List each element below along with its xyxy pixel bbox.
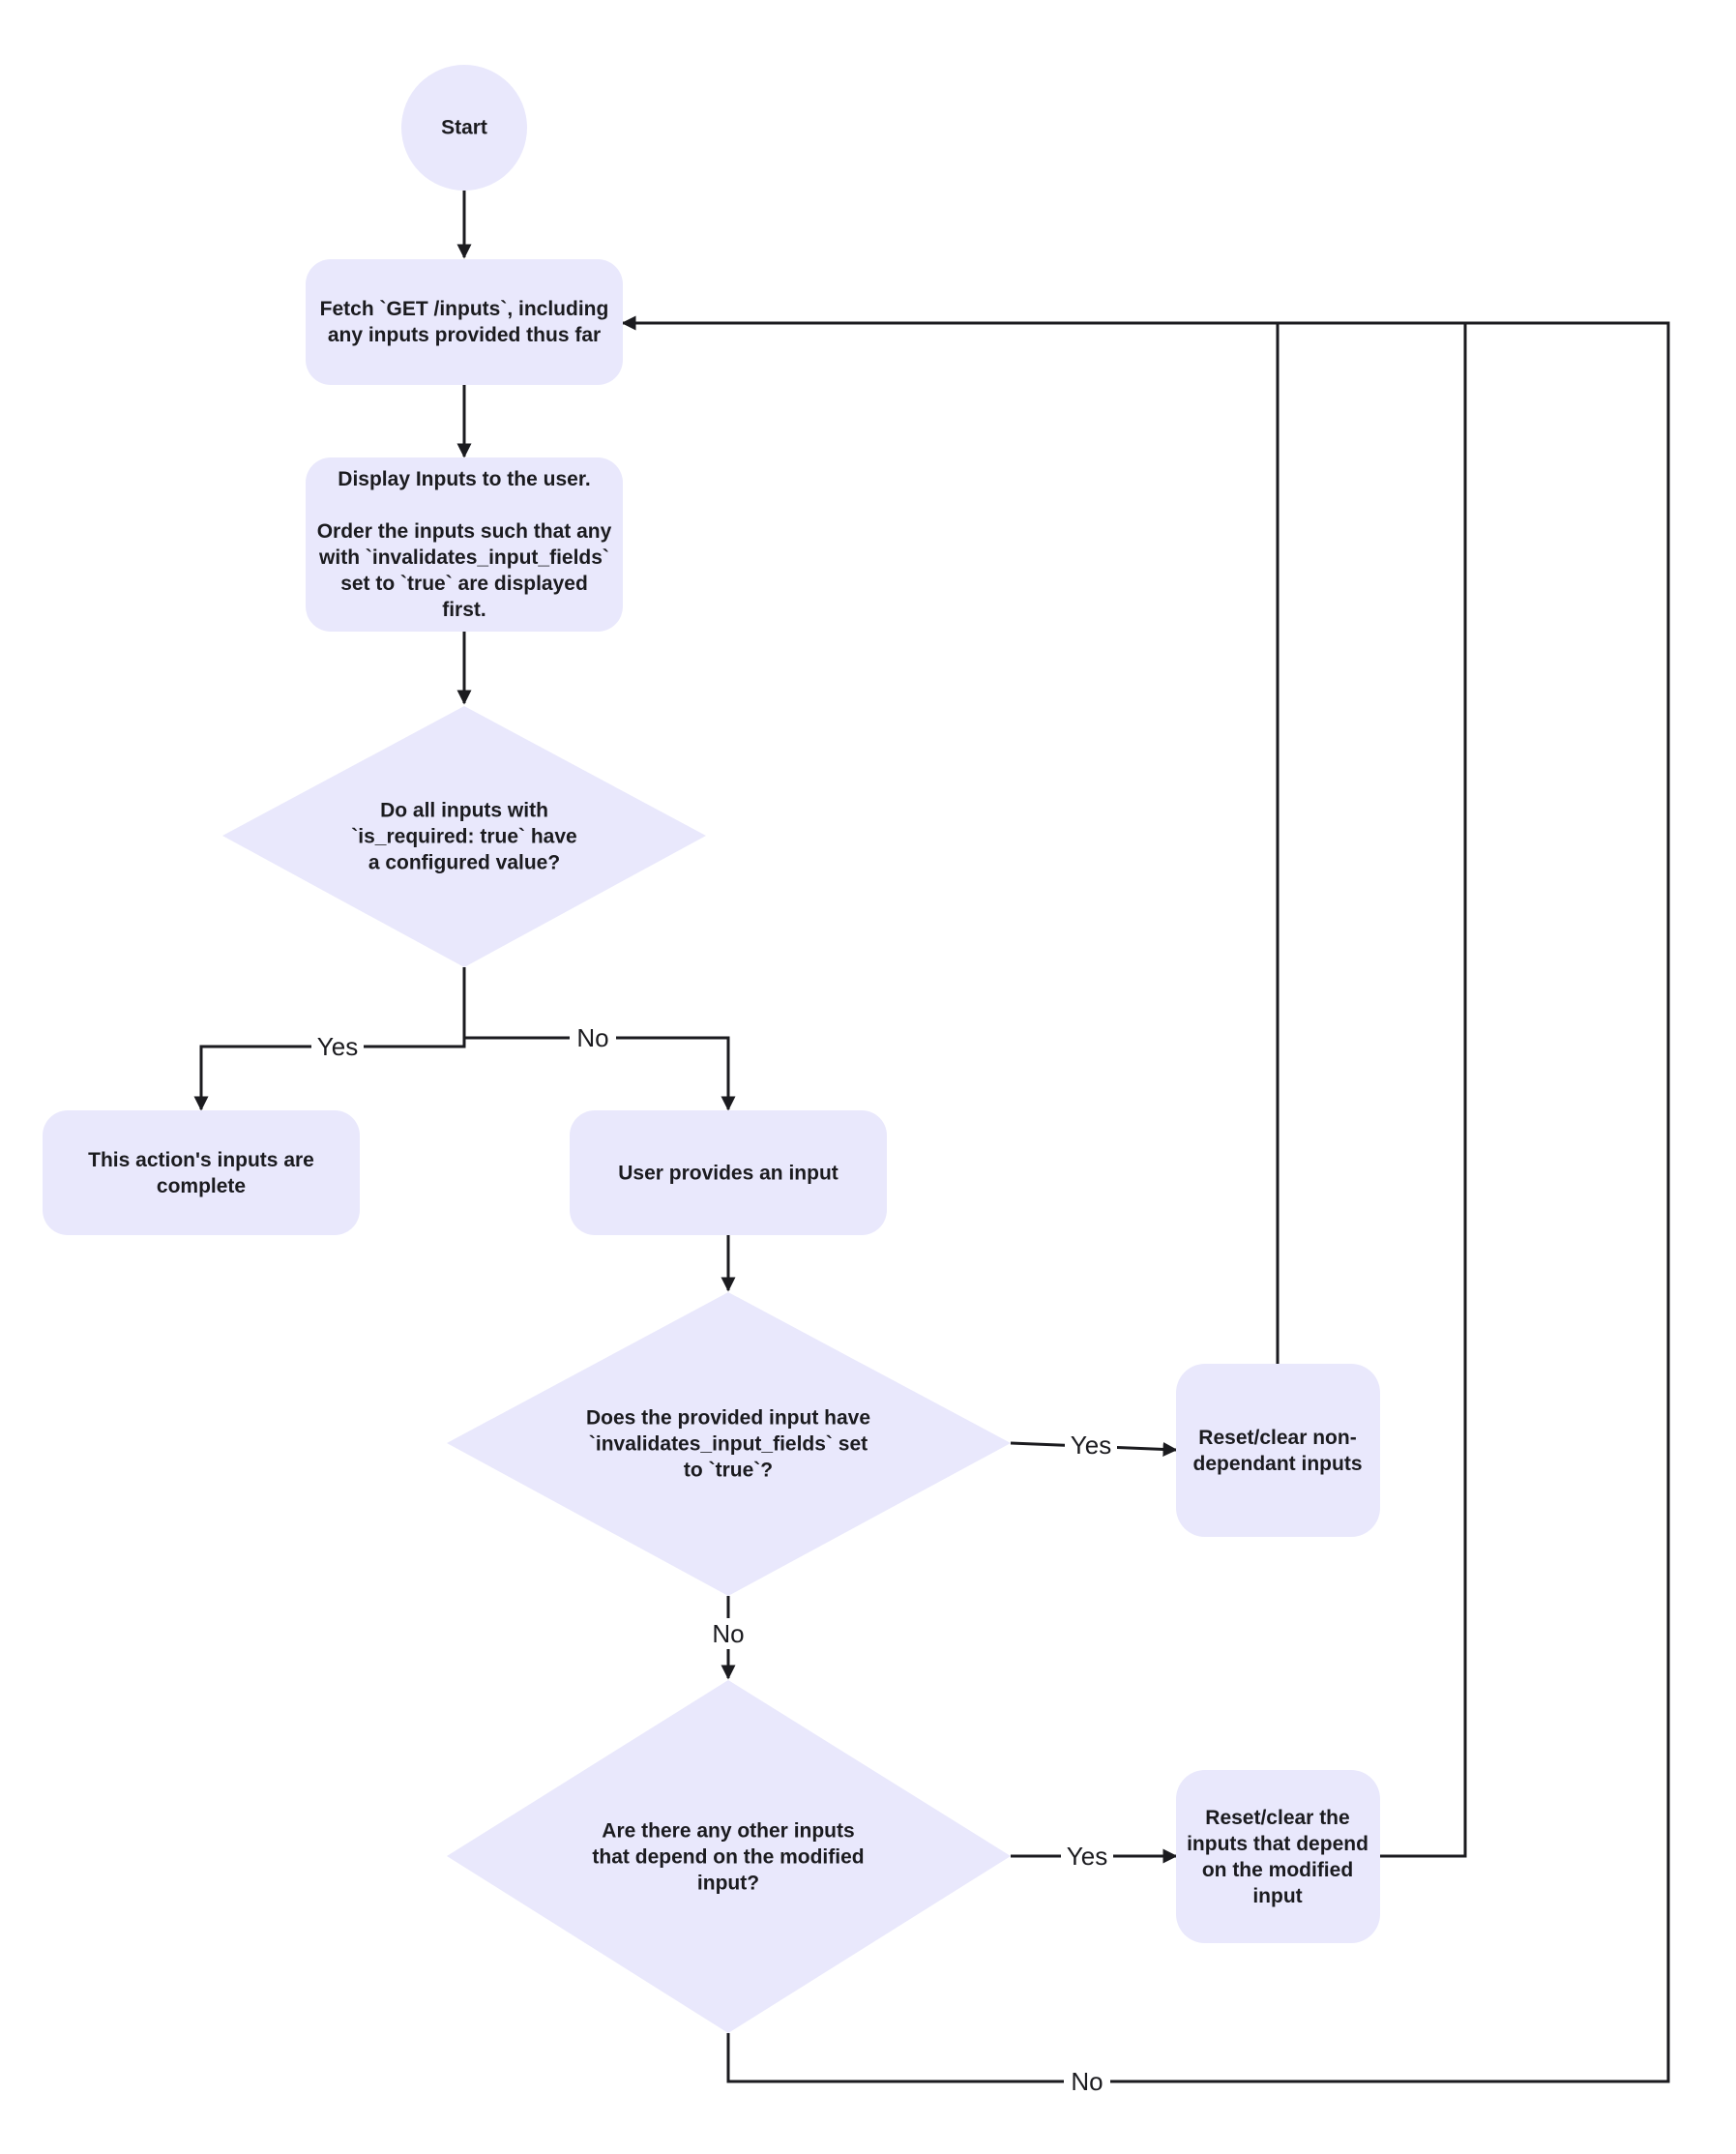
node-label-line: Reset/clear non- [1198,1427,1356,1449]
node-label-line: set to `true` are displayed [340,573,588,595]
edge-reset-dependant-loop [1380,323,1467,1858]
edge-label-text: Yes [1071,1431,1111,1460]
user-provides-input-node: User provides an input [570,1110,887,1235]
inputs-complete-node: This action's inputs are complete [43,1110,360,1235]
node-label-line: that depend on the modified [592,1846,864,1869]
label-required-yes: Yes [311,1031,364,1062]
node-label-line: Start [441,117,487,139]
node-label-line: Does the provided input have [586,1407,870,1430]
node-label: Are there any other inputs that depend on… [592,1820,864,1895]
node-label-line: User provides an input [618,1163,839,1185]
label-depends-yes: Yes [1061,1841,1113,1872]
node-label-line: input [1252,1885,1302,1907]
nodes: Start Fetch `GET /inputs`, including any … [43,65,1380,2033]
display-inputs-node: Display Inputs to the user. Order the inp… [306,457,623,632]
edge-label-text: Yes [317,1032,358,1061]
start-node: Start [401,65,527,191]
edge-label-text: No [576,1023,608,1052]
edge-label-text: Yes [1067,1842,1107,1871]
node-label: Start [441,117,487,139]
node-label: User provides an input [618,1163,839,1185]
node-label-line: with `invalidates_input_fields` [318,546,609,569]
node-label: Does the provided input have `invalidates… [586,1407,870,1482]
node-label-line: `is_required: true` have [351,826,576,848]
node-label-line: input? [697,1873,759,1895]
node-label-line: a configured value? [368,852,560,874]
edge-labels: Yes No Yes No Yes No [311,1022,1117,2097]
invalidates-check-decision: Does the provided input have `invalidates… [447,1292,1011,1596]
node-label: Display Inputs to the user. Order the inp… [317,468,612,621]
node-label: Reset/clear the inputs that depend on the … [1187,1807,1368,1907]
node-label-line: This action's inputs are [88,1149,314,1171]
node-label-line: Do all inputs with [380,800,548,822]
node-label-line: on the modified [1202,1859,1353,1881]
node-label-line: Are there any other inputs [602,1820,854,1843]
node-label-line: dependant inputs [1193,1453,1363,1475]
node-label-line: to `true`? [684,1460,773,1482]
edge-label-text: No [1071,2067,1103,2096]
reset-non-dependant-node: Reset/clear non-dependant inputs [1176,1364,1380,1537]
node-label-line: complete [157,1175,246,1197]
required-check-decision: Do all inputs with `is_required: true` ha… [222,706,706,967]
node-label-line: inputs that depend [1187,1833,1368,1855]
edge-depends-no-loop [726,321,1670,2083]
node-label: This action's inputs are complete [88,1149,314,1197]
node-label: Fetch `GET /inputs`, including any inputs… [320,298,609,346]
label-invalidates-no: No [705,1618,751,1649]
node-label-line: Order the inputs such that any [317,520,612,543]
label-depends-no: No [1064,2066,1110,2097]
node-label: Reset/clear non-dependant inputs [1193,1427,1363,1475]
node-label-line: Fetch `GET /inputs`, including [320,298,609,320]
edge-label-text: No [712,1619,744,1648]
node-label-line: any inputs provided thus far [328,324,601,346]
depends-check-decision: Are there any other inputs that depend on… [447,1680,1011,2033]
label-invalidates-yes: Yes [1065,1430,1117,1461]
node-label-line: first. [442,599,486,621]
node-label-line: Display Inputs to the user. [338,468,590,490]
node-label-line: Reset/clear the [1205,1807,1349,1829]
node-label-line: `invalidates_input_fields` set [589,1433,868,1456]
label-required-no: No [570,1022,616,1053]
edges [193,191,1670,2083]
node-label: Do all inputs with `is_required: true` ha… [351,800,576,874]
reset-dependant-node: Reset/clear the inputs that depend on the … [1176,1770,1380,1943]
edge-required-no [464,1036,736,1111]
fetch-inputs-node: Fetch `GET /inputs`, including any inputs… [306,259,623,385]
